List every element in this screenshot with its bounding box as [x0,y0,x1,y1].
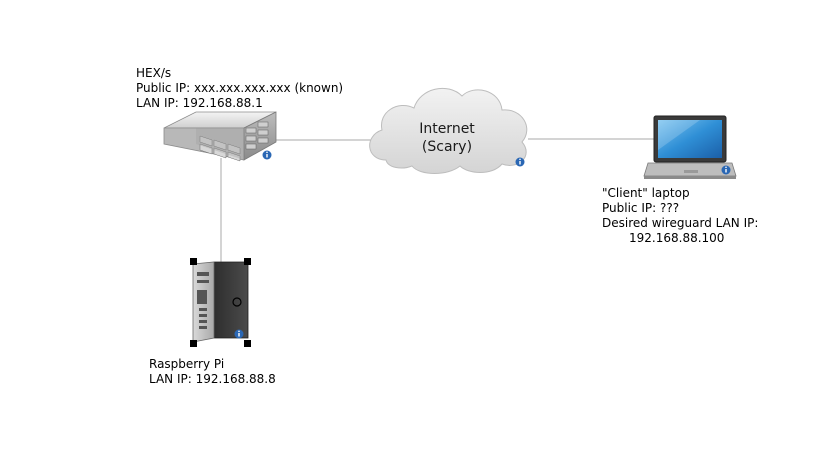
info-badge-icon[interactable] [515,157,525,167]
info-badge-icon[interactable] [262,150,272,160]
server-rack-icon[interactable] [163,111,277,162]
cloud-icon[interactable] [369,87,528,174]
resize-handle-top-right[interactable] [244,258,251,265]
pi-lan-ip: LAN IP: 192.168.88.8 [149,372,276,386]
hex-public-ip: Public IP: xxx.xxx.xxx.xxx (known) [136,81,344,95]
tower-pc-icon[interactable] [192,261,249,343]
resize-handle-top-left[interactable] [190,258,197,265]
client-desired-ip: 192.168.88.100 [629,231,725,245]
client-desired-label: Desired wireguard LAN IP: [602,216,759,230]
internet-name: Internet [419,121,475,137]
info-badge-icon[interactable] [721,165,731,175]
internet-note: (Scary) [421,139,473,155]
pi-name: Raspberry Pi [149,357,225,371]
laptop-icon[interactable] [643,115,737,179]
pi-node-label: Raspberry Pi LAN IP: 192.168.88.8 [149,357,276,387]
hex-name: HEX/s [136,66,172,80]
hex-lan-ip: LAN IP: 192.168.88.1 [136,96,263,110]
client-public-ip: Public IP: ??? [602,201,680,215]
link-lines [220,138,654,262]
hex-node-label: HEX/s Public IP: xxx.xxx.xxx.xxx (known)… [136,66,343,111]
resize-handle-bottom-right[interactable] [244,340,251,347]
client-name: "Client" laptop [602,186,690,200]
internet-node-label: Internet (Scary) [404,120,490,156]
selection-handles[interactable] [190,258,251,347]
resize-handle-bottom-left[interactable] [190,340,197,347]
info-badge-icon[interactable] [234,329,244,339]
client-node-label: "Client" laptop Public IP: ??? Desired w… [602,186,758,246]
